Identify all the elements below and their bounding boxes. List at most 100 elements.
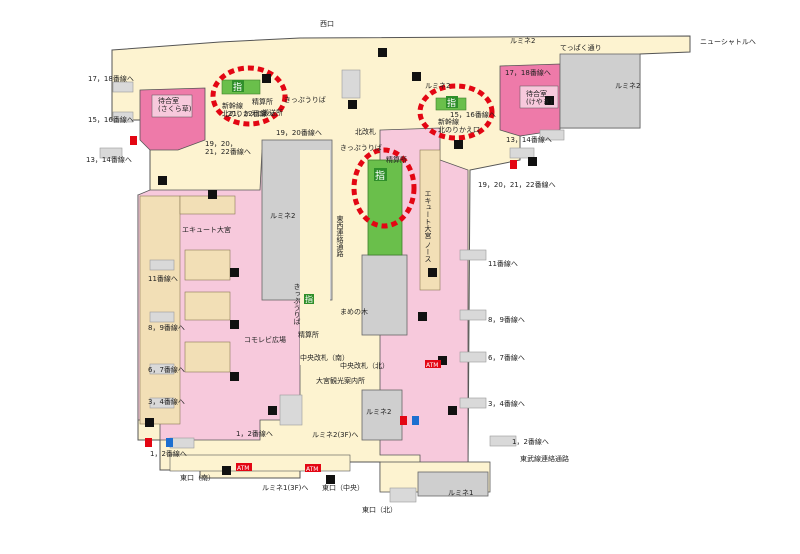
lumine2-topright-label: ルミネ2 xyxy=(425,82,450,90)
comorebi-label: コモレビ広場 xyxy=(244,335,286,344)
shinkansen-north-left-label: 新幹線北のりかえ口 xyxy=(222,101,264,118)
elevator-icon xyxy=(412,72,421,81)
waiting-keyaki-label: 待合室(けやき) xyxy=(526,89,553,106)
escalator-icon xyxy=(208,190,217,199)
escalator-icon xyxy=(448,406,457,415)
seisan-center-label: 精算所 xyxy=(386,155,407,164)
lumine2-bottom-label: ルミネ2 xyxy=(366,408,391,416)
hoshitsu-label: 搬送所 xyxy=(262,108,283,117)
ticket-office-icon: 指 xyxy=(447,97,456,109)
track-label-15-16-left: 15，16番線へ xyxy=(88,115,134,124)
toilet-icon xyxy=(412,416,419,425)
track-label-15-16-right: 15，16番線へ xyxy=(450,110,496,119)
seisan-mid-label: 精算所 xyxy=(298,330,319,339)
toilet-icon xyxy=(130,136,137,145)
track-label-8-9-left: 8，9番線へ xyxy=(148,323,185,332)
tourist-info-label: 大宮観光案内所 xyxy=(316,376,365,385)
seisan-top-label: 精算所 xyxy=(252,97,273,106)
north-gate-label: 北改札 xyxy=(355,127,376,136)
track-label-1-2-right: 1，2番線へ xyxy=(512,437,549,446)
ticket-office-icon: 指 xyxy=(233,81,242,93)
east-exit-area xyxy=(169,454,491,497)
ticket-office-icon: 指 xyxy=(305,294,313,304)
toilet-icon xyxy=(145,438,152,447)
kippu-mid-label: きっぷうりば xyxy=(293,283,301,326)
highlight-ring-left xyxy=(210,65,288,127)
atm-badge: ATM xyxy=(426,362,438,369)
mamenoki-label: まめの木 xyxy=(340,307,368,316)
escalator-icon xyxy=(428,268,437,277)
central-gate-south-label: 中央改札（南） xyxy=(300,353,349,362)
new-shuttle-label: ニューシャトルへ xyxy=(700,38,756,46)
track-label-19-20: 19，20番線へ xyxy=(276,128,322,137)
toilet-icon xyxy=(166,438,173,447)
track-label-3-4-left: 3，4番線へ xyxy=(148,397,185,406)
escalator-icon xyxy=(230,268,239,277)
wheelchair-icon xyxy=(145,418,154,427)
ecute-north-zone xyxy=(361,127,469,471)
lumine2-top-label: ルミネ2 xyxy=(510,37,535,45)
kippu-left-label: きっぷうりば xyxy=(284,95,326,104)
atm-badges: ATM ATM ATM xyxy=(236,360,441,473)
tozai-passage-label: 東西連絡通路 xyxy=(336,214,344,258)
highlight-ring-right xyxy=(417,83,495,141)
track-label-19-22-right: 19，20，21，22番線へ xyxy=(478,180,556,189)
escalator-icon xyxy=(438,356,447,365)
track-label-1-2-center: 1，2番線へ xyxy=(236,429,273,438)
ecute-north-label: エキュート大宮 ノース xyxy=(424,190,432,262)
escalator-icon xyxy=(262,74,271,83)
track-label-13-14-right: 13，14番線へ xyxy=(506,135,552,144)
track-label-6-7-left: 6，7番線へ xyxy=(148,365,185,374)
atm-badge: ATM xyxy=(237,465,249,472)
service-icons xyxy=(130,48,554,484)
highlight-ring-center xyxy=(351,147,417,229)
shinkansen-north-right-label: 新幹線北のりかえ口 xyxy=(438,117,480,134)
track-label-17-18-left: 17，18番線へ xyxy=(88,74,134,83)
escalator-icon xyxy=(545,96,554,105)
track-label-8-9-right: 8，9番線へ xyxy=(488,315,525,324)
lumine2-right-label: ルミネ2 xyxy=(615,82,640,90)
track-label-6-7-right: 6，7番線へ xyxy=(488,353,525,362)
wheelchair-icon xyxy=(158,176,167,185)
escalator-icon xyxy=(268,406,277,415)
track-label-21-22: 21，22番線へ xyxy=(228,109,274,118)
track-label-11-left: 11番線へ xyxy=(148,274,178,283)
lumine1-3f-label: ルミネ1(3F)へ xyxy=(262,484,308,492)
place-labels: 西口 ルミネ2 ニューシャトルへ てっぱく通り ルミネ2 ルミネ2 待合室(さく… xyxy=(158,20,756,514)
escalator-icon xyxy=(326,475,335,484)
escalator-icon xyxy=(348,100,357,109)
escalator-icon xyxy=(418,312,427,321)
central-gate-north-label: 中央改札（北） xyxy=(340,361,389,370)
escalator-icon xyxy=(230,320,239,329)
east-exit-south-label: 東口（南） xyxy=(180,473,215,482)
track-label-1-2-left: 1，2番線へ xyxy=(150,449,187,458)
waiting-sakura-label: 待合室(さくら草) xyxy=(158,96,192,113)
escalator-icon xyxy=(222,466,231,475)
highlight-rings xyxy=(210,65,495,229)
east-exit-center-label: 東口（中央） xyxy=(322,483,364,492)
atm-badge: ATM xyxy=(306,466,318,473)
wheelchair-icon xyxy=(528,157,537,166)
lumine2-3f-label: ルミネ2(3F)へ xyxy=(312,431,358,439)
lumine1-label: ルミネ1 xyxy=(448,489,473,497)
escalator-icon xyxy=(454,140,463,149)
track-label-11-right: 11番線へ xyxy=(488,259,518,268)
toilet-icon xyxy=(400,416,407,425)
toilet-icon xyxy=(510,160,517,169)
west-exit-label: 西口 xyxy=(320,20,334,28)
ecute-omiya-zone xyxy=(137,139,333,441)
kippu-center-label: きっぷうりば xyxy=(340,143,382,152)
ticket-office-icons: 指 指 指 指 xyxy=(232,80,458,304)
escalator-icon xyxy=(378,48,387,57)
teppaku-label: てっぱく通り xyxy=(560,43,602,52)
stairs-group xyxy=(99,69,565,503)
escalator-icon xyxy=(230,372,239,381)
track-label-3-4-right: 3，4番線へ xyxy=(488,399,525,408)
east-exit-north-label: 東口（北） xyxy=(362,505,397,514)
track-label-19-22-left: 19，20，21，22番線へ xyxy=(205,140,251,156)
lumine2-center-label: ルミネ2 xyxy=(270,212,295,220)
waiting-keyaki-zone xyxy=(499,53,641,137)
track-label-13-14-left: 13，14番線へ xyxy=(86,155,132,164)
